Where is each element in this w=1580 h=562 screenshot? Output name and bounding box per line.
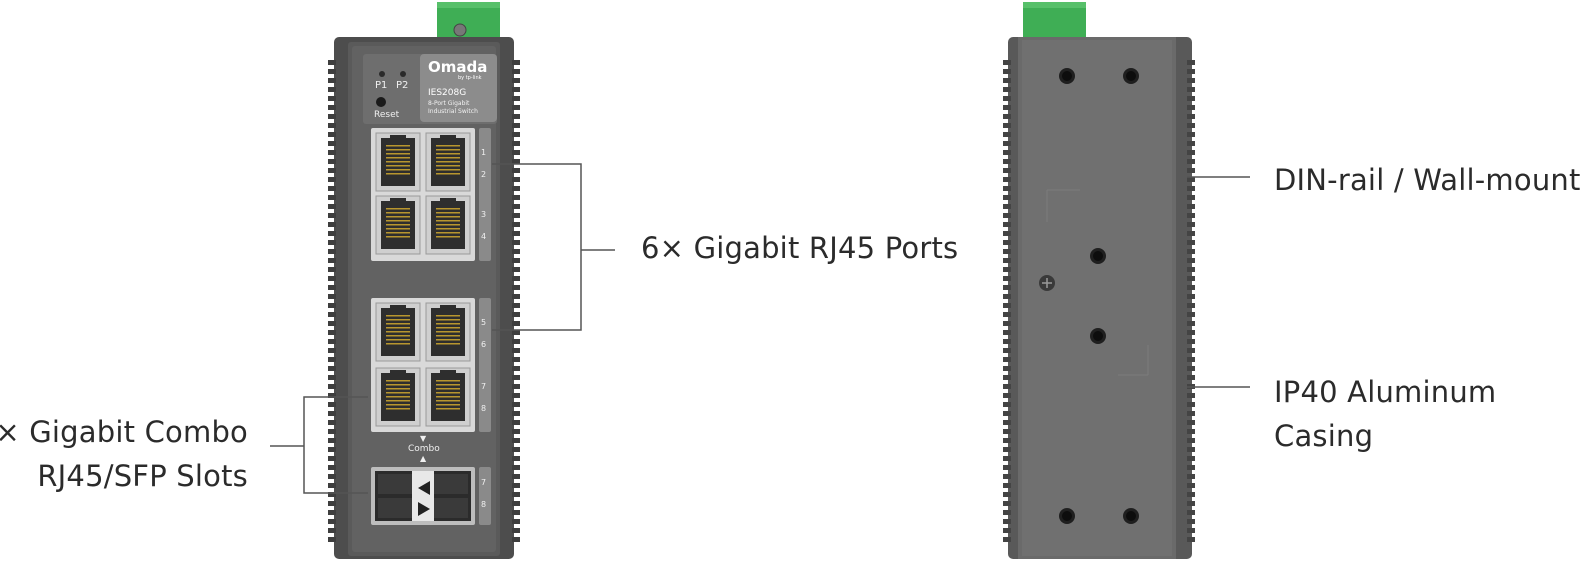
- model-number: IES208G: [428, 88, 467, 98]
- port-number-strip-2: [479, 298, 491, 432]
- side-cooling-fins-right: [1187, 60, 1195, 542]
- rj45-port-2[interactable]: [425, 132, 471, 192]
- power-terminal-block: [437, 2, 500, 38]
- sfp-number-8: 8: [481, 500, 487, 509]
- combo-callout-line1: 2× Gigabit Combo: [0, 415, 248, 449]
- mounting-hole-5: [1059, 508, 1075, 524]
- mounting-hole-6: [1123, 508, 1139, 524]
- switch-side-view: [1003, 2, 1195, 559]
- combo-leader-line: [270, 396, 368, 494]
- p1-led: [379, 71, 385, 77]
- combo-arrow-down-icon: ▼: [420, 434, 427, 443]
- port-number-3: 3: [481, 210, 487, 219]
- combo-callout-line2: RJ45/SFP Slots: [37, 459, 248, 493]
- brand-logo: Omada: [428, 58, 488, 76]
- p1-led-label: P1: [375, 80, 388, 91]
- brand-subtitle: by tp-link: [458, 75, 482, 81]
- port-number-strip-1: [479, 128, 491, 261]
- reset-button[interactable]: [376, 97, 386, 107]
- front-cooling-fins-right: [512, 60, 520, 542]
- casing-callout-line1: IP40 Aluminum: [1274, 375, 1497, 409]
- rj45-port-4[interactable]: [425, 195, 471, 255]
- port-number-6: 6: [481, 340, 487, 349]
- port-number-2: 2: [481, 170, 487, 179]
- port-number-4: 4: [481, 232, 487, 241]
- brand-plate: [420, 54, 497, 122]
- rj45-port-8[interactable]: [425, 367, 471, 427]
- rj45-port-5[interactable]: [375, 302, 421, 362]
- rj45-ports-callout: 6× Gigabit RJ45 Ports: [641, 231, 959, 265]
- combo-slots-callout: 2× Gigabit Combo RJ45/SFP Slots: [0, 410, 248, 498]
- port-number-7: 7: [481, 382, 487, 391]
- rj45-port-7[interactable]: [375, 367, 421, 427]
- din-rail-callout: DIN-rail / Wall-mount: [1274, 163, 1580, 197]
- port-number-8: 8: [481, 404, 487, 413]
- mounting-hole-1: [1059, 68, 1075, 84]
- mounting-hole-4: [1090, 328, 1106, 344]
- sfp-number-7: 7: [481, 478, 487, 487]
- port-number-strip-3: [479, 467, 491, 525]
- casing-callout-line2: Casing: [1274, 419, 1374, 453]
- rj45-port-1[interactable]: [375, 132, 421, 192]
- rj45-leader-line: [492, 163, 615, 331]
- port-number-1: 1: [481, 148, 487, 157]
- mounting-hole-3: [1090, 248, 1106, 264]
- p2-led-label: P2: [396, 80, 409, 91]
- reset-label: Reset: [374, 110, 400, 120]
- combo-label: Combo: [408, 444, 440, 454]
- p2-led: [400, 71, 406, 77]
- casing-callout: IP40 Aluminum Casing: [1274, 370, 1496, 458]
- sfp-arrow-up-icon: [418, 481, 430, 495]
- model-desc-line2: Industrial Switch: [428, 108, 478, 115]
- rj45-port-6[interactable]: [425, 302, 471, 362]
- front-cooling-fins-left: [328, 60, 336, 542]
- mounting-hole-2: [1123, 68, 1139, 84]
- combo-arrow-up-icon: ▲: [420, 454, 427, 463]
- side-cooling-fins-left: [1003, 60, 1011, 542]
- port-number-5: 5: [481, 318, 487, 327]
- rj45-port-3[interactable]: [375, 195, 421, 255]
- model-desc-line1: 8-Port Gigabit: [428, 100, 470, 107]
- sfp-arrow-down-icon: [418, 502, 430, 516]
